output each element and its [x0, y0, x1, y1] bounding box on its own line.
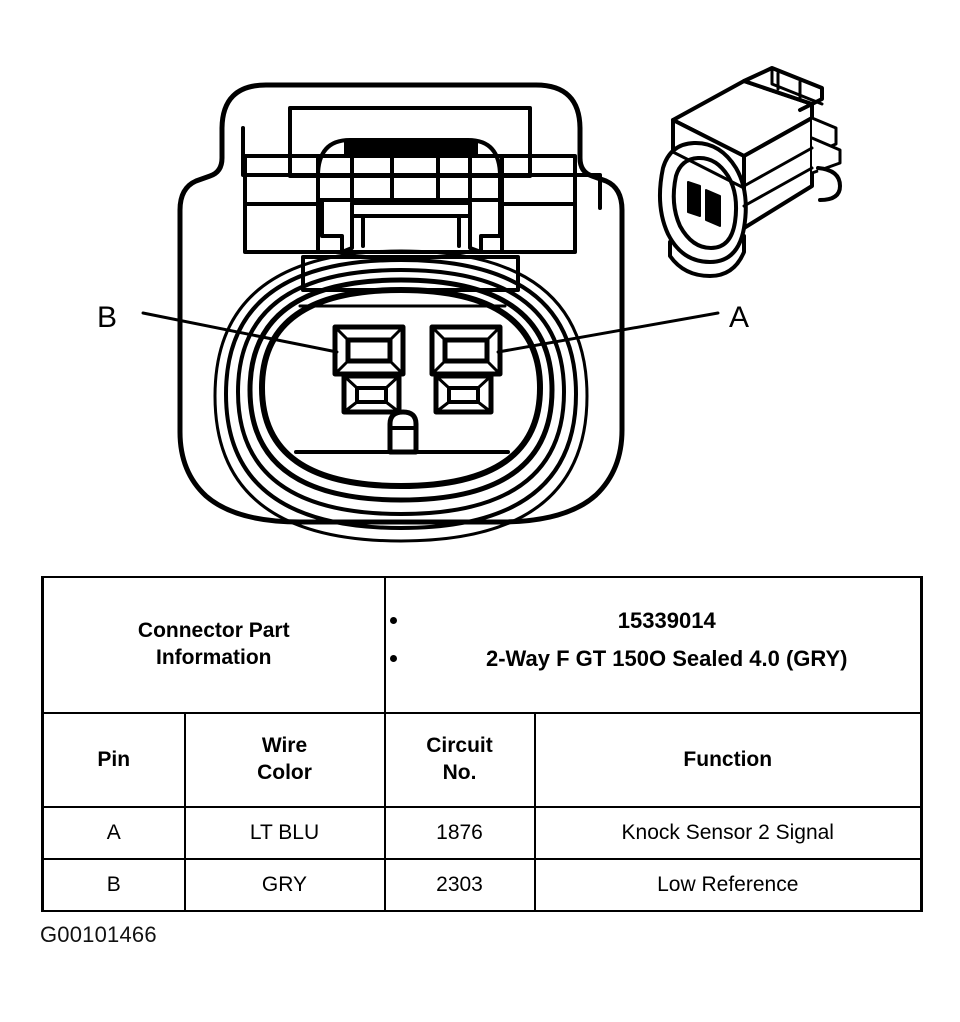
terminal-lock-b-bevel-tl [342, 374, 359, 390]
terminal-lock-a-bevel-tr [476, 374, 493, 390]
iso-front-collar-inner [671, 155, 739, 250]
connector-description: 2-Way F GT 150O Sealed 4.0 (GRY) [386, 645, 921, 674]
iso-side-hook [816, 166, 842, 202]
latch-outer-frame [288, 106, 532, 178]
cpi-label-line2: Information [156, 646, 272, 669]
terminal-lock-b-bevel-tr [384, 374, 401, 390]
cell-circuit-no: 1876 [383, 806, 536, 860]
housing-outer-shell [177, 82, 625, 525]
table-row: B GRY 2303 Low Reference [41, 858, 923, 912]
column-header-circuit-line1: Circuit [426, 734, 493, 758]
cell-function: Knock Sensor 2 Signal [533, 806, 923, 860]
latch-plinth [301, 255, 520, 292]
latch-arch-top-bar [344, 141, 478, 158]
cell-pin: B [41, 858, 186, 912]
column-header-pin-label: Pin [97, 747, 131, 771]
keying-tab [387, 409, 419, 455]
column-header-function: Function [533, 712, 923, 808]
terminal-a-bevel-br [485, 359, 502, 376]
connector-drawing: B A [96, 66, 842, 543]
terminal-b-bevel-bl [333, 359, 350, 376]
terminal-b-bevel-br [388, 359, 405, 376]
column-header-function-label: Function [683, 747, 773, 771]
terminal-cavity-b [332, 324, 406, 377]
callout-label-a: A [729, 301, 749, 334]
terminal-lock-a-bevel-br [476, 400, 493, 414]
latch-arch [316, 138, 502, 202]
latch-leg-left [320, 198, 354, 254]
connector-front-view [141, 82, 720, 543]
terminal-a-bevel-bl [430, 359, 447, 376]
cell-circuit-no: 2303 [383, 858, 536, 912]
terminal-lock-a [433, 373, 494, 415]
cell-wire-color: LT BLU [183, 806, 386, 860]
seal-ring-1 [259, 287, 543, 489]
figure-id-label: G00101466 [40, 922, 157, 947]
table-header-row: Pin Wire Color Circuit No. Function [41, 712, 923, 808]
seal-ring-4 [224, 258, 578, 530]
table-row: A LT BLU 1876 Knock Sensor 2 Signal [41, 806, 923, 860]
terminal-lock-b-bevel-bl [342, 400, 359, 414]
connector-part-information-values: 15339014 2-Way F GT 150O Sealed 4.0 (GRY… [383, 576, 923, 714]
cell-pin: A [41, 806, 186, 860]
column-header-wire-line2: Color [257, 761, 312, 784]
terminal-b-bevel-tr [388, 325, 405, 342]
cpi-label-line1: Connector Part [137, 619, 290, 643]
iso-terminal-slot-2 [705, 189, 721, 227]
terminal-a-bevel-tl [430, 325, 447, 342]
iso-body-rail-2 [742, 166, 814, 208]
iso-rear-tab-edge [770, 66, 824, 106]
callout-leader-b [141, 311, 339, 354]
terminal-a-bevel-tr [485, 325, 502, 342]
terminal-lock-a-bevel-tl [434, 374, 451, 390]
callout-leader-a [496, 311, 720, 354]
iso-body-rail-1 [742, 146, 814, 188]
terminal-b-bevel-tl [333, 325, 350, 342]
cell-wire-color: GRY [183, 858, 386, 912]
terminal-lock-a-bevel-bl [434, 400, 451, 414]
seal-ring-2 [247, 277, 555, 503]
connector-part-information-row: Connector Part Information 15339014 2-Wa… [41, 576, 923, 714]
column-header-pin: Pin [41, 712, 186, 808]
cell-function: Low Reference [533, 858, 923, 912]
connector-isometric-view [658, 66, 842, 278]
iso-body-edge-left [671, 150, 746, 190]
iso-collar-skirt [668, 234, 746, 278]
callout-label-b: B [97, 301, 117, 334]
connector-part-number: 15339014 [386, 607, 921, 636]
seal-ring-3 [236, 268, 566, 516]
seal-ring-5 [213, 249, 589, 543]
column-header-wire-line1: Wire [261, 734, 308, 758]
terminal-cavity-a [429, 324, 503, 377]
connector-spec-table: Connector Part Information 15339014 2-Wa… [41, 576, 923, 912]
column-header-circuit-line2: No. [442, 761, 477, 784]
iso-terminal-slot-1 [687, 181, 701, 217]
connector-part-information-label: Connector Part Information [41, 576, 386, 714]
column-header-circuit-no: Circuit No. [383, 712, 536, 808]
column-header-wire-color: Wire Color [183, 712, 386, 808]
